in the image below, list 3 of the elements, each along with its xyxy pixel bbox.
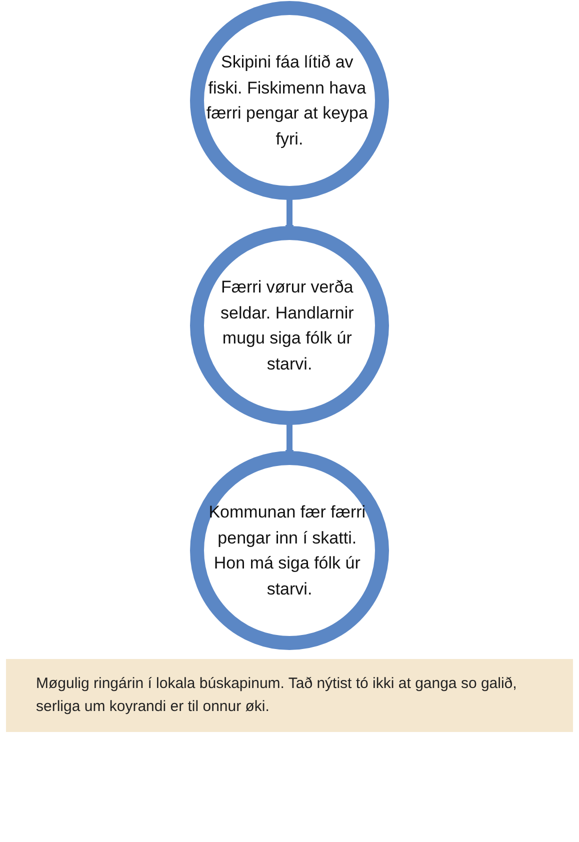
caption-text: Møgulig ringárin í lokala búskapinum. Tað nýtist tó ikki at ganga so galið, serliga um koyrandi er til onnur øki. [6, 659, 573, 732]
node-circle: Færri vørur verða seldar. Handlarnir mugu siga fólk úr starvi. [190, 226, 389, 425]
node-circle: Skipini fáa lítið av fiski. Fiskimenn hava færri pengar at keypa fyri. [190, 1, 389, 200]
